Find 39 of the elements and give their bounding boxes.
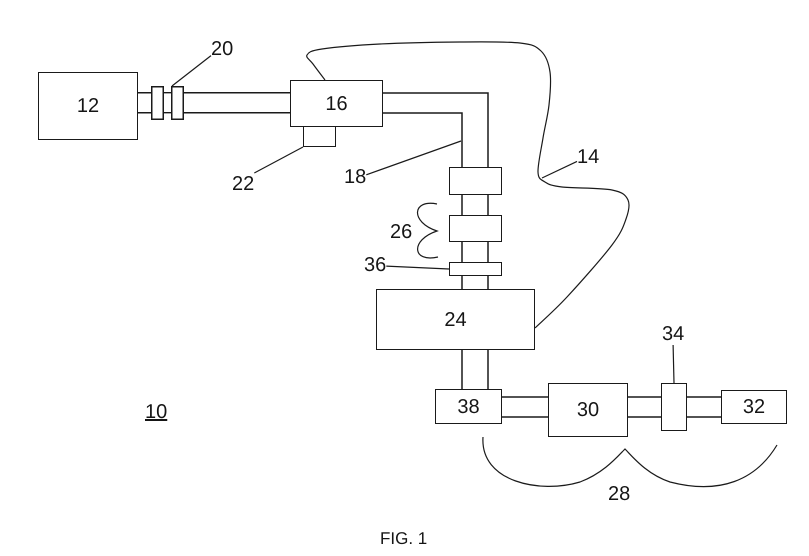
- leader-line: [672, 344, 675, 384]
- callout-number: 22: [232, 173, 254, 195]
- shaft-lines: [686, 396, 722, 418]
- callout-number: 18: [344, 166, 366, 188]
- bent-pipe: [382, 92, 489, 168]
- small-block: [449, 167, 502, 195]
- callout-number: 14: [577, 146, 600, 168]
- shaft-lines: [461, 349, 489, 390]
- component-block: 32: [721, 390, 787, 424]
- callout-number: 28: [608, 484, 630, 504]
- small-block-pair: [151, 86, 184, 120]
- shaft-lines: [137, 92, 152, 114]
- leader-line: [386, 266, 450, 270]
- shaft-lines: [461, 275, 489, 290]
- reference-numeral: 10: [145, 402, 168, 425]
- figure-caption: FIG. 1: [380, 530, 428, 549]
- component-block: 30: [548, 383, 628, 437]
- shaft-lines: [461, 194, 489, 216]
- small-block: [449, 262, 502, 276]
- shaft-lines: [461, 241, 489, 263]
- callout-number: 34: [662, 323, 684, 345]
- component-block: 38: [435, 389, 502, 424]
- leader-line: [366, 140, 462, 176]
- small-block: [449, 215, 502, 242]
- leader-line: [542, 160, 578, 179]
- shaft-lines: [501, 396, 549, 418]
- leader-line: [254, 146, 304, 174]
- cable-line: [306, 41, 630, 328]
- shaft-lines: [627, 396, 662, 418]
- component-block: 16: [290, 80, 383, 127]
- shaft-lines: [183, 92, 291, 114]
- small-block: [303, 126, 336, 147]
- leader-line: [172, 55, 212, 86]
- callout-number: 36: [364, 254, 386, 276]
- component-block: 12: [38, 72, 138, 140]
- callout-number: 26: [390, 222, 412, 242]
- component-block: 24: [376, 289, 535, 350]
- callout-number: 20: [211, 38, 234, 60]
- small-block: [661, 383, 687, 431]
